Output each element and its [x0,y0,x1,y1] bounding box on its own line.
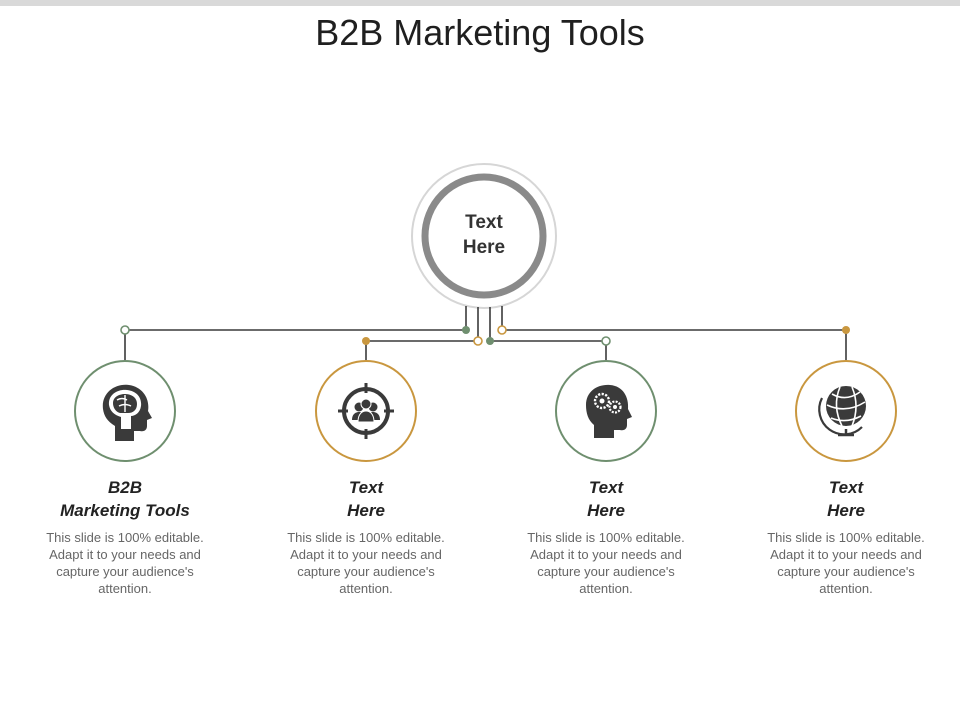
dot-item-4 [842,326,850,334]
item-2-title-line2: Here [347,501,385,520]
center-node [411,163,557,309]
item-3-title-line2: Here [587,501,625,520]
item-1-title-line2: Marketing Tools [60,501,190,520]
dot-item-3 [601,336,611,346]
globe-icon [818,386,866,437]
center-label-line1: Text [465,212,503,233]
item-3-description: This slide is 100% editable. Adapt it to… [527,530,685,596]
connector-dots [120,325,850,346]
item-3-title: Text Here [511,476,701,522]
dot-center-a [462,326,470,334]
item-3-title-line1: Text [588,478,624,497]
center-label-line2: Here [462,237,506,258]
item-4-title: Text Here [751,476,941,522]
slide-title: B2B Marketing Tools [315,12,645,53]
item-4-title-line2: Here [827,501,865,520]
dot-center-c [473,336,483,346]
target-group-icon [338,383,394,439]
dot-center-b [497,325,507,335]
dot-center-d [486,337,494,345]
connector-lines [124,306,847,360]
top-bar [0,0,960,6]
item-1-title-line1: B2B [107,478,142,497]
item-2-title-line1: Text [348,478,384,497]
head-gears-icon [586,384,632,438]
dot-item-2 [362,337,370,345]
item-4-description: This slide is 100% editable. Adapt it to… [767,530,925,596]
center-label: Text Here [424,210,544,260]
item-4-title-line1: Text [828,478,864,497]
dot-item-1 [120,325,130,335]
item-1-description: This slide is 100% editable. Adapt it to… [46,530,204,596]
brain-head-icon [102,384,152,441]
item-1-title: B2B Marketing Tools [30,476,220,522]
item-2-title: Text Here [271,476,461,522]
item-2-description: This slide is 100% editable. Adapt it to… [287,530,445,596]
